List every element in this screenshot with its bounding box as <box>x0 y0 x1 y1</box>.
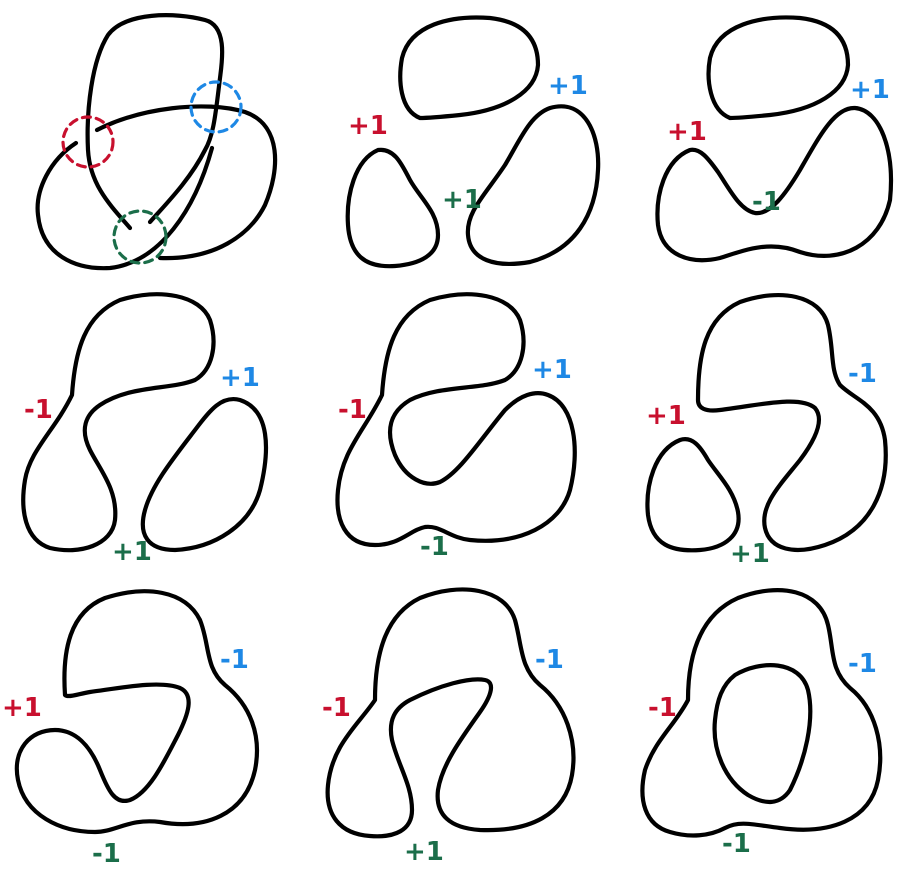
state-circle <box>398 15 541 121</box>
label-green: -1 <box>420 532 449 562</box>
label-blue: -1 <box>220 645 249 675</box>
state-circle <box>335 292 577 548</box>
label-blue: +1 <box>532 355 572 385</box>
state-circle <box>655 105 893 263</box>
label-green: +1 <box>730 539 770 569</box>
knot-strand <box>35 140 215 271</box>
label-red: -1 <box>24 395 53 425</box>
label-red: +1 <box>667 117 707 147</box>
crossing-marker-red <box>61 115 115 169</box>
label-red: +1 <box>2 693 42 723</box>
label-green: +1 <box>442 185 482 215</box>
panel-1-knot <box>35 13 278 271</box>
state-circle <box>345 147 441 269</box>
crossing-marker-blue <box>189 80 243 134</box>
state-circle <box>706 15 851 121</box>
label-green: +1 <box>112 537 152 567</box>
knot-strand <box>94 104 278 261</box>
state-circle <box>712 663 813 804</box>
knot-strand <box>85 13 225 231</box>
panel-9-resolution <box>640 588 883 838</box>
state-circle <box>14 589 260 835</box>
state-circle <box>640 588 883 838</box>
label-green: +1 <box>404 837 444 867</box>
state-circle <box>695 293 888 553</box>
panel-4-resolution <box>21 292 269 553</box>
label-green: -1 <box>752 187 781 217</box>
label-blue: +1 <box>548 71 588 101</box>
panel-8-resolution <box>325 587 576 839</box>
label-red: -1 <box>338 395 367 425</box>
label-blue: -1 <box>848 359 877 389</box>
label-red: +1 <box>348 111 388 141</box>
panel-3-resolution <box>655 15 893 263</box>
panel-7-resolution <box>14 589 260 835</box>
panel-6-resolution <box>645 293 888 553</box>
label-blue: -1 <box>535 645 564 675</box>
label-red: -1 <box>648 693 677 723</box>
panel-2-resolution <box>345 15 601 269</box>
crossing-labels: +1 +1 +1 +1 +1 -1 -1 +1 +1 -1 +1 -1 +1 -… <box>2 71 890 869</box>
label-blue: -1 <box>848 649 877 679</box>
label-green: -1 <box>92 839 121 869</box>
label-red: -1 <box>322 693 351 723</box>
label-red: +1 <box>646 401 686 431</box>
label-green: -1 <box>722 829 751 859</box>
state-circle <box>325 587 576 839</box>
state-circle <box>645 437 741 553</box>
label-blue: +1 <box>850 75 890 105</box>
label-blue: +1 <box>220 363 260 393</box>
crossing-marker-green <box>112 209 168 265</box>
panel-5-resolution <box>335 292 577 548</box>
state-circle <box>465 104 601 266</box>
state-circle <box>21 292 216 553</box>
state-circle <box>140 396 269 553</box>
